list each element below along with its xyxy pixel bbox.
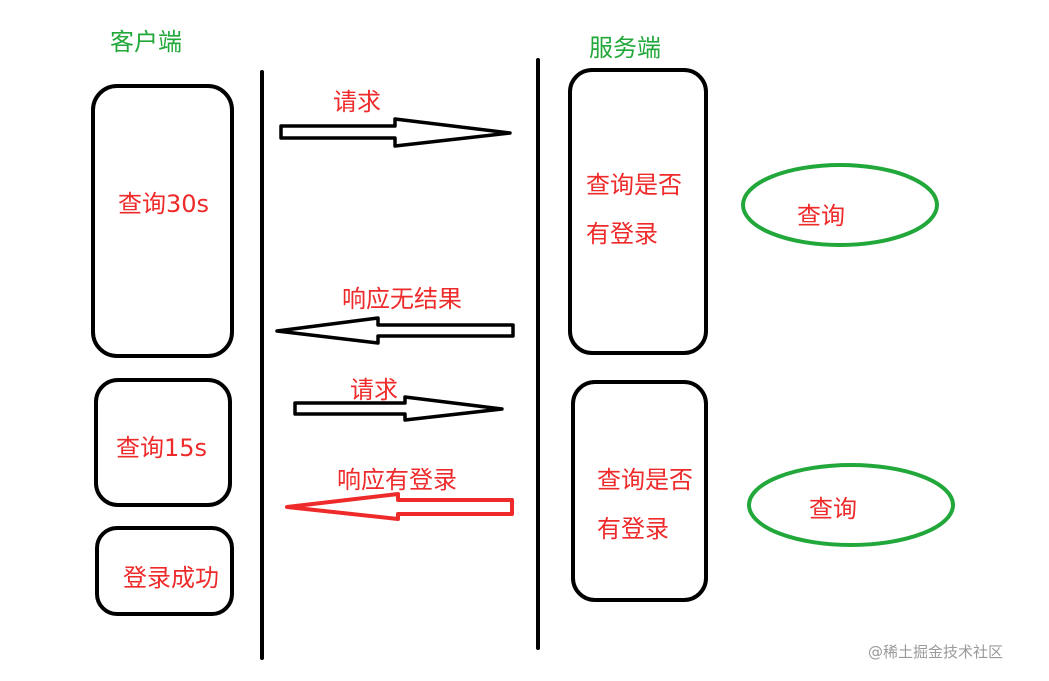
server-box-1-line2: 有登录 xyxy=(586,220,658,248)
query-ellipse-1 xyxy=(741,163,939,247)
server-box-1-line1: 查询是否 xyxy=(586,171,682,199)
server-box-1 xyxy=(568,68,708,355)
query-ellipse-2 xyxy=(747,463,955,547)
client-header: 客户端 xyxy=(110,28,182,56)
ellipse-2-label: 查询 xyxy=(809,495,857,523)
server-box-2 xyxy=(571,380,708,602)
response-no-result-arrow xyxy=(275,316,515,345)
client-box-label-query-15s: 查询15s xyxy=(116,434,208,462)
arrow-label-response-logged-in: 响应有登录 xyxy=(337,466,457,494)
server-box-2-line2: 有登录 xyxy=(597,515,669,543)
arrow-label-request-1: 请求 xyxy=(333,88,381,116)
ellipse-1-label: 查询 xyxy=(797,202,845,230)
arrow-label-request-2: 请求 xyxy=(350,376,398,404)
client-box-query-30s xyxy=(91,84,234,358)
client-box-label-login-success: 登录成功 xyxy=(123,564,219,592)
client-box-query-15s xyxy=(94,378,232,507)
client-box-label-query-30s: 查询30s xyxy=(118,190,210,218)
watermark: @稀土掘金技术社区 xyxy=(868,643,1004,661)
arrow-label-response-no-result: 响应无结果 xyxy=(342,285,462,313)
server-header: 服务端 xyxy=(589,34,661,62)
request-arrow-2 xyxy=(293,395,504,422)
response-logged-in-arrow xyxy=(285,492,514,521)
server-box-2-line1: 查询是否 xyxy=(597,466,693,494)
request-arrow-1 xyxy=(279,117,512,148)
client-box-login-success xyxy=(95,526,234,616)
